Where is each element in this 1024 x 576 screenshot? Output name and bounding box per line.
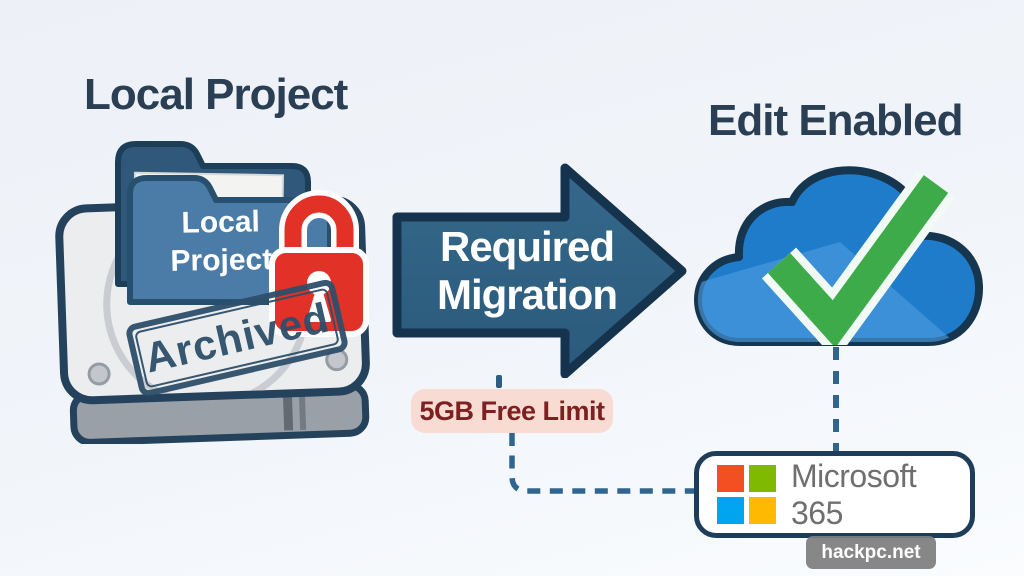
lock-icon xyxy=(269,190,369,337)
watermark-label: hackpc.net xyxy=(821,541,921,563)
free-limit-badge: 5GB Free Limit xyxy=(411,389,613,433)
checkmark-icon xyxy=(761,170,955,345)
free-limit-badge-label: 5GB Free Limit xyxy=(419,395,605,426)
edit-enabled-title: Edit Enabled xyxy=(708,96,963,145)
microsoft-365-box: Microsoft 365 xyxy=(694,451,975,538)
watermark-badge: hackpc.net xyxy=(806,536,936,569)
migration-arrow-icon xyxy=(392,163,687,378)
microsoft-logo-icon xyxy=(717,465,776,524)
ms-logo-green-square xyxy=(749,465,776,492)
microsoft-365-label: Microsoft 365 xyxy=(791,457,917,531)
mini-dash-connector xyxy=(496,375,502,388)
ms-logo-yellow-square xyxy=(749,497,776,524)
migration-arrow-label: Required Migration xyxy=(437,223,618,318)
ms-logo-blue-square xyxy=(717,497,744,524)
local-project-title: Local Project xyxy=(84,70,348,119)
ms-logo-red-square xyxy=(717,465,744,492)
